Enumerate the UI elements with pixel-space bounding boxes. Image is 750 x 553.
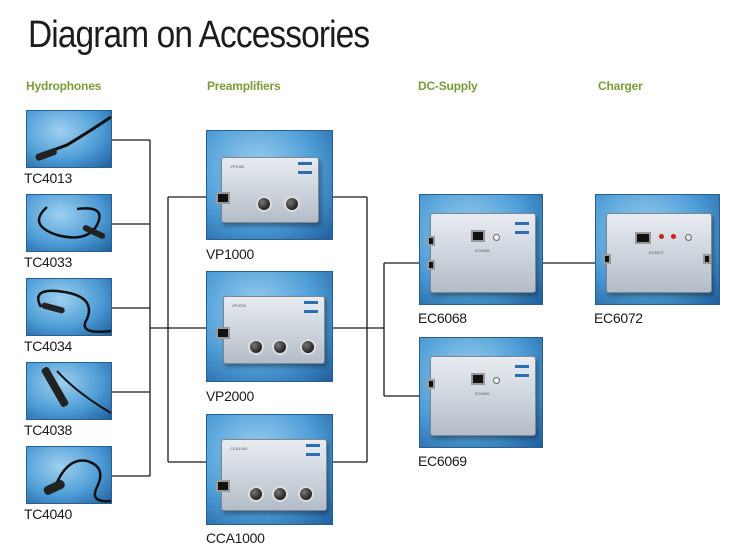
dc-supply-image-ec6069: EC6069 <box>419 337 543 448</box>
ec6068-device-icon: EC6068 <box>427 213 536 293</box>
label-tc4013: TC4013 <box>24 170 73 186</box>
vp1000-device-icon: VP1000 <box>216 157 319 223</box>
preamp-image-vp1000: VP1000 <box>206 130 333 240</box>
vp2000-device-icon: VP2000 <box>216 296 325 364</box>
column-heading-charger: Charger <box>598 79 643 93</box>
hydrophone-image-tc4038 <box>26 362 112 420</box>
label-ec6068: EC6068 <box>418 310 467 326</box>
label-tc4040: TC4040 <box>24 506 73 522</box>
hydrophone-image-tc4040 <box>26 446 112 504</box>
label-cca1000: CCA1000 <box>206 530 265 546</box>
label-tc4033: TC4033 <box>24 254 73 270</box>
label-ec6072: EC6072 <box>594 310 643 326</box>
charger-image-ec6072: EC6072 <box>595 194 720 305</box>
column-heading-dc-supply: DC-Supply <box>418 79 478 93</box>
column-heading-preamplifiers: Preamplifiers <box>207 79 281 93</box>
preamp-image-cca1000: CCA1000 <box>206 414 333 525</box>
dc-supply-image-ec6068: EC6068 <box>419 194 543 305</box>
hydrophone-image-tc4034 <box>26 278 112 336</box>
hydrophone-image-tc4013 <box>26 110 112 168</box>
page-title: Diagram on Accessories <box>28 14 370 56</box>
ec6072-device-icon: EC6072 <box>603 213 712 293</box>
label-tc4038: TC4038 <box>24 422 73 438</box>
hydrophone-image-tc4033 <box>26 194 112 252</box>
cca1000-device-icon: CCA1000 <box>216 439 327 511</box>
preamp-image-vp2000: VP2000 <box>206 271 333 382</box>
column-heading-hydrophones: Hydrophones <box>26 79 102 93</box>
label-vp1000: VP1000 <box>206 246 255 262</box>
label-tc4034: TC4034 <box>24 338 73 354</box>
label-vp2000: VP2000 <box>206 388 255 404</box>
label-ec6069: EC6069 <box>418 453 467 469</box>
ec6069-device-icon: EC6069 <box>427 356 536 436</box>
